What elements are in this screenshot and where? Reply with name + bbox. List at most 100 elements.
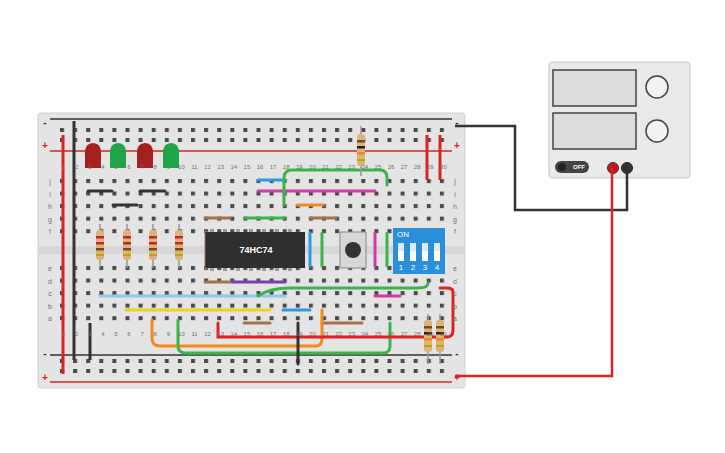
column-number: 11 [191,164,197,170]
column-number: 8 [154,164,157,170]
column-number: 20 [309,164,316,170]
rail-line [50,381,452,383]
switch-knob [422,243,428,251]
column-number: 2 [75,331,78,337]
jumper-wires [88,170,387,268]
column-number: 2 [75,164,78,170]
column-number: 4 [101,331,104,337]
column-number: 7 [140,331,143,337]
row-letter: d [48,277,52,284]
switch-label: ON [397,231,409,239]
rail-sign: - [455,349,458,359]
row-letter: i [49,190,51,197]
column-number: 3 [88,164,91,170]
switch-knob [434,243,440,251]
column-number: 4 [101,164,104,170]
column-number: 18 [283,331,290,337]
switch-knob [410,243,416,251]
row-letter: j [454,178,456,185]
row-letter: h [48,203,52,210]
row-letter: f [454,228,456,235]
column-number: 16 [257,331,264,337]
ic-chip: 74HC74 [205,232,305,268]
column-number: 12 [204,164,211,170]
row-letter: g [48,215,52,222]
column-number: 19 [296,164,303,170]
column-number: 14 [230,164,237,170]
column-number: 26 [388,331,395,337]
column-number: 10 [178,331,185,337]
dip-switch: ON1234 [393,228,445,274]
switch-number: 2 [411,264,415,272]
rail-holes [58,126,452,146]
jumper-wire [426,135,429,180]
column-number: 6 [127,164,130,170]
column-number: 24 [361,164,368,170]
pushbutton [340,232,366,268]
row-letter: e [453,265,457,272]
switch-number: 3 [423,264,427,272]
jumper-wires [100,282,453,364]
column-number: 25 [375,331,382,337]
column-number: 20 [309,331,316,337]
column-number: 24 [361,331,368,337]
display [553,113,636,149]
jumper-wire [439,135,442,180]
column-number: 6 [127,331,130,337]
column-number: 27 [401,331,408,337]
column-number: 1 [62,164,65,170]
column-number: 9 [167,164,170,170]
switch-toggle [422,243,428,261]
display [553,70,636,106]
switch-toggle [434,243,440,261]
column-number: 16 [257,164,264,170]
power-supply-body [549,62,690,178]
column-number: 8 [154,331,157,337]
column-number: 25 [375,164,382,170]
column-number: 13 [217,331,224,337]
breadboard [38,113,465,388]
column-number: 30 [440,164,447,170]
rail-sign: - [43,349,46,359]
row-letter: f [49,228,51,235]
column-number: 29 [427,331,434,337]
row-letter: b [453,302,457,309]
column-number: 5 [114,331,117,337]
chip-label: 74HC74 [239,246,272,255]
row-letter: i [454,190,456,197]
column-number: 19 [296,331,303,337]
rail-line [50,118,452,120]
row-letter: c [48,290,52,297]
column-number: 23 [348,331,355,337]
column-number: 28 [414,331,421,337]
row-letter: c [453,290,457,297]
column-number: 3 [88,331,91,337]
switch-knob [398,243,404,251]
jumper-wire [73,121,76,360]
power-switch [555,161,589,173]
switch-toggle [410,243,416,261]
column-number: 11 [191,331,197,337]
row-letter: d [453,277,457,284]
row-letter: g [453,215,457,222]
resistor-symbol [96,126,444,364]
rail-sign: + [42,141,48,151]
power-supply: OFF [549,62,690,178]
column-number: 15 [244,164,251,170]
column-number: 30 [440,331,447,337]
jumper-wire [62,135,65,374]
pushbutton [345,242,361,258]
supply-wire [455,126,627,210]
column-number: 12 [204,331,211,337]
switch-number: 1 [399,264,403,272]
row-letter: j [49,178,51,185]
column-number: 1 [62,331,65,337]
rail-sign: + [454,373,460,383]
rail-sign: + [42,373,48,383]
row-letter: a [48,315,52,322]
switch-toggle [398,243,404,261]
supply-wire [455,168,612,376]
column-number: 9 [167,331,170,337]
